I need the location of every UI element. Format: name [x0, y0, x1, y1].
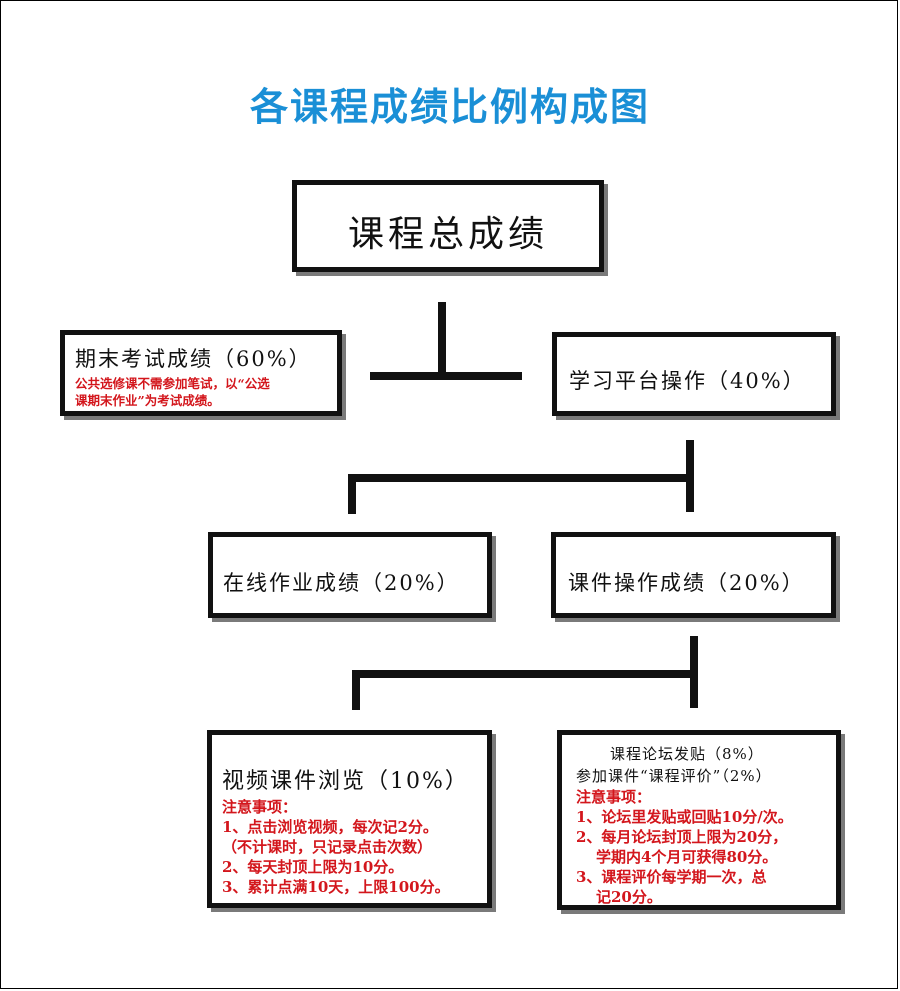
courseware-operation-box: 课件操作成绩（20%） [551, 532, 836, 618]
video-note-line: （不计课时，只记录点击次数） [222, 838, 433, 856]
forum-posting-label: 课程论坛发贴（8%） [610, 745, 764, 763]
forum-note-line: 学期内4个月可获得80分。 [596, 848, 778, 866]
video-browsing-label: 视频课件浏览（10%） [222, 769, 469, 794]
connector-top-bar [370, 372, 522, 380]
total-score-label: 课程总成绩 [347, 214, 548, 255]
forum-note-line: 2、每月论坛封顶上限为20分， [576, 828, 788, 846]
video-note-line: 2、每天封顶上限为10分。 [222, 858, 404, 876]
online-homework-box: 在线作业成绩（20%） [208, 532, 492, 618]
diagram-title: 各课程成绩比例构成图 [249, 85, 650, 129]
connector-mid-bar [348, 474, 692, 482]
forum-posting-box: 课程论坛发贴（8%） 参加课件“课程评价”（2%） 注意事项： 1、论坛里发贴或… [557, 730, 841, 910]
connector-total-stem [438, 302, 446, 380]
online-homework-label: 在线作业成绩（20%） [223, 571, 460, 595]
platform-operation-label: 学习平台操作（40%） [569, 369, 806, 393]
connector-mid-left-drop [348, 474, 356, 514]
final-exam-note-line: 公共选修课不需参加笔试，以“公选 [75, 376, 270, 391]
forum-note-line: 注意事项： [576, 788, 652, 806]
video-browsing-box: 视频课件浏览（10%） 注意事项： 1、点击浏览视频，每次记2分。 （不计课时，… [207, 730, 492, 908]
video-note-line: 注意事项： [222, 798, 298, 816]
forum-note-line: 1、论坛里发贴或回贴10分/次。 [576, 808, 793, 826]
connector-low-bar [352, 670, 698, 678]
forum-note-line: 记20分。 [596, 888, 662, 906]
final-exam-label: 期末考试成绩（60%） [75, 347, 312, 371]
course-evaluation-label: 参加课件“课程评价”（2%） [576, 767, 772, 785]
total-score-box: 课程总成绩 [292, 180, 604, 272]
connector-low-left-drop [352, 670, 360, 710]
final-exam-note-line: 课期末作业”为考试成绩。 [75, 393, 220, 408]
video-note-line: 1、点击浏览视频，每次记2分。 [222, 818, 438, 836]
forum-note-line: 3、课程评价每学期一次，总 [576, 868, 767, 886]
video-note-line: 3、累计点满10天，上限100分。 [222, 878, 450, 896]
final-exam-box: 期末考试成绩（60%） 公共选修课不需参加笔试，以“公选 课期末作业”为考试成绩… [60, 330, 342, 416]
platform-operation-box: 学习平台操作（40%） [552, 332, 836, 416]
courseware-operation-label: 课件操作成绩（20%） [568, 571, 805, 595]
